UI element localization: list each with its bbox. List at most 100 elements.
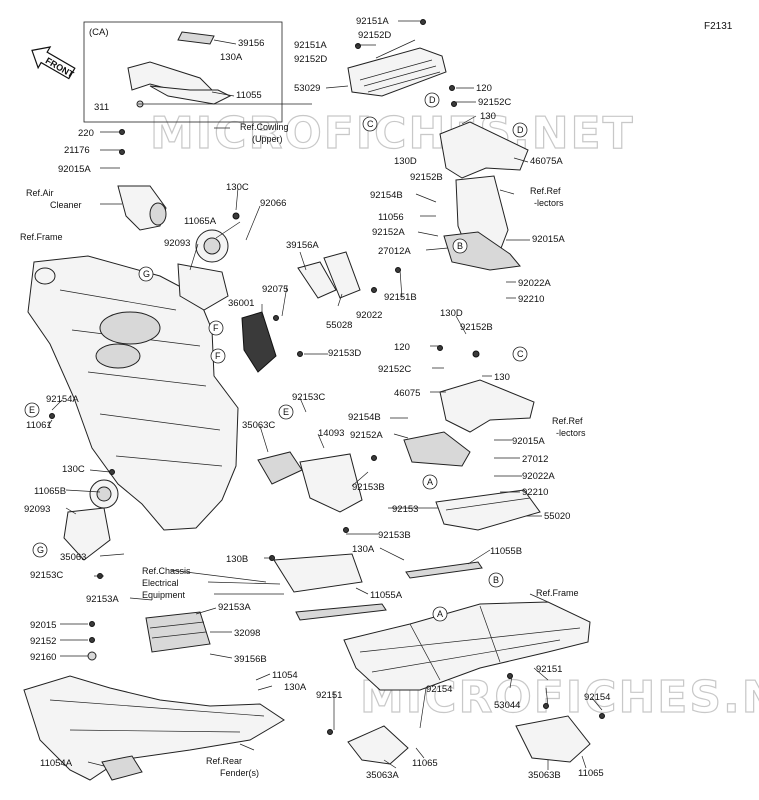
label-55020: 55020: [544, 511, 570, 522]
label-92151-right: 92151: [536, 664, 562, 675]
label-92153b-1: 92153B: [352, 482, 385, 493]
label-ref-cowling-1: Ref.Cowling: [240, 122, 289, 132]
label-55028: 55028: [326, 320, 352, 331]
label-92015a-mid: 92015A: [512, 436, 545, 447]
callout-a-1: A: [427, 477, 433, 487]
label-92152d-2: 92152D: [294, 54, 327, 65]
label-ref-cowling-2: (Upper): [252, 134, 283, 144]
label-92093-top: 92093: [164, 238, 190, 249]
label-92151-bottom: 92151: [316, 690, 342, 701]
label-92093-bottom: 92093: [24, 504, 50, 515]
duct-cover-upper: [177, 229, 229, 311]
label-92210-mid: 92210: [522, 487, 548, 498]
label-92210-top: 92210: [518, 294, 544, 305]
callout-e-1: E: [29, 405, 35, 415]
label-11065-b2: 11065: [578, 768, 604, 779]
label-92152c-top: 92152C: [478, 97, 511, 108]
label-92154-right: 92154: [426, 684, 452, 695]
label-11054a: 11054A: [40, 758, 73, 769]
label-92152-bottom: 92152: [30, 636, 56, 647]
label-11065-b1: 11065: [412, 758, 438, 769]
label-11056: 11056: [378, 212, 404, 223]
label-53029: 53029: [294, 83, 320, 94]
label-39156a: 39156A: [286, 240, 319, 251]
strip-parts: [273, 553, 483, 621]
part-labels: 92151A 92152D 92151A 92152D 53029 120 92…: [20, 16, 610, 781]
label-ref-ref-1b: -lectors: [534, 198, 564, 208]
rear-subframe: [343, 601, 591, 765]
label-92152a-top: 92152A: [372, 227, 405, 238]
label-35063: 35063: [60, 552, 86, 563]
label-ref-frame-right: Ref.Frame: [536, 588, 579, 598]
label-130c-top: 130C: [226, 182, 249, 193]
label-130c-bottom: 130C: [62, 464, 85, 475]
label-92152c-mid: 92152C: [378, 364, 411, 375]
battery-case-32098: [145, 611, 211, 653]
label-ref-ref-2b: -lectors: [556, 428, 586, 438]
label-92152b-top: 92152B: [410, 172, 443, 183]
label-11065a: 11065A: [184, 216, 217, 227]
callout-d-1: D: [429, 95, 436, 105]
ca-box-label: (CA): [89, 27, 109, 38]
label-92153a-2: 92153A: [218, 602, 251, 613]
label-92153d: 92153D: [328, 348, 361, 359]
label-35063a: 35063A: [366, 770, 399, 781]
label-92015a-left: 92015A: [58, 164, 91, 175]
air-cleaner-piece: [117, 185, 167, 231]
callout-g-1: G: [143, 269, 150, 279]
label-ref-chassis-2: Electrical: [142, 578, 179, 588]
label-ref-rear-1: Ref.Rear: [206, 756, 242, 766]
callout-e-2: E: [283, 407, 289, 417]
label-220: 220: [78, 128, 94, 139]
label-ref-frame-left: Ref.Frame: [20, 232, 63, 242]
label-311: 311: [94, 102, 109, 113]
lower-undertray-11054a: [23, 675, 285, 781]
label-ref-chassis-1: Ref.Chassis: [142, 566, 191, 576]
callout-f-1: F: [213, 323, 219, 333]
label-ref-ref-1a: Ref.Ref: [530, 186, 561, 196]
label-11055: 11055: [236, 90, 262, 101]
leader-lines: [47, 20, 603, 770]
label-92154-far-right: 92154: [584, 692, 610, 703]
label-35063b: 35063B: [528, 770, 561, 781]
label-92151a-2: 92151A: [294, 40, 327, 51]
label-92151a-top: 92151A: [356, 16, 389, 27]
label-92153a-1: 92153A: [86, 594, 119, 605]
label-11054: 11054: [272, 670, 298, 681]
label-120-mid: 120: [394, 342, 410, 353]
label-ref-ref-2a: Ref.Ref: [552, 416, 583, 426]
label-53044: 53044: [494, 700, 520, 711]
label-130d-top: 130D: [394, 156, 417, 167]
label-11061: 11061: [26, 420, 52, 431]
label-92153c-top: 92153C: [292, 392, 325, 403]
label-92153c-bottom: 92153C: [30, 570, 63, 581]
label-92160: 92160: [30, 652, 56, 663]
label-ref-air-2: Cleaner: [50, 200, 82, 210]
duct-cover-lower: [63, 479, 119, 561]
label-92152d-top: 92152D: [358, 30, 391, 41]
step-plate-53029: [347, 47, 447, 97]
label-27012a: 27012A: [378, 246, 411, 257]
label-130a-ca: 130A: [220, 52, 243, 63]
label-ref-chassis-3: Equipment: [142, 590, 186, 600]
label-ref-rear-2: Fender(s): [220, 768, 259, 778]
front-arrow-icon: FRONT: [31, 46, 76, 80]
label-130d-mid: 130D: [440, 308, 463, 319]
main-frame: [27, 255, 239, 531]
label-14093: 14093: [318, 428, 344, 439]
label-11055b: 11055B: [490, 546, 522, 557]
label-92152b-mid: 92152B: [460, 322, 493, 333]
bracket-35063c: [257, 451, 363, 513]
label-92154b-mid: 92154B: [348, 412, 381, 423]
label-32098: 32098: [234, 628, 260, 639]
label-130a-mid: 130A: [352, 544, 375, 555]
label-35063c: 35063C: [242, 420, 275, 431]
label-92022-mid: 92022: [356, 310, 382, 321]
callout-circles: D C D B G F F C E E A G B A: [24, 92, 528, 622]
label-11065b: 11065B: [34, 486, 66, 497]
label-92066: 92066: [260, 198, 286, 209]
fasteners: [49, 19, 605, 735]
label-92154b-top: 92154B: [370, 190, 403, 201]
label-92022a-top: 92022A: [518, 278, 551, 289]
